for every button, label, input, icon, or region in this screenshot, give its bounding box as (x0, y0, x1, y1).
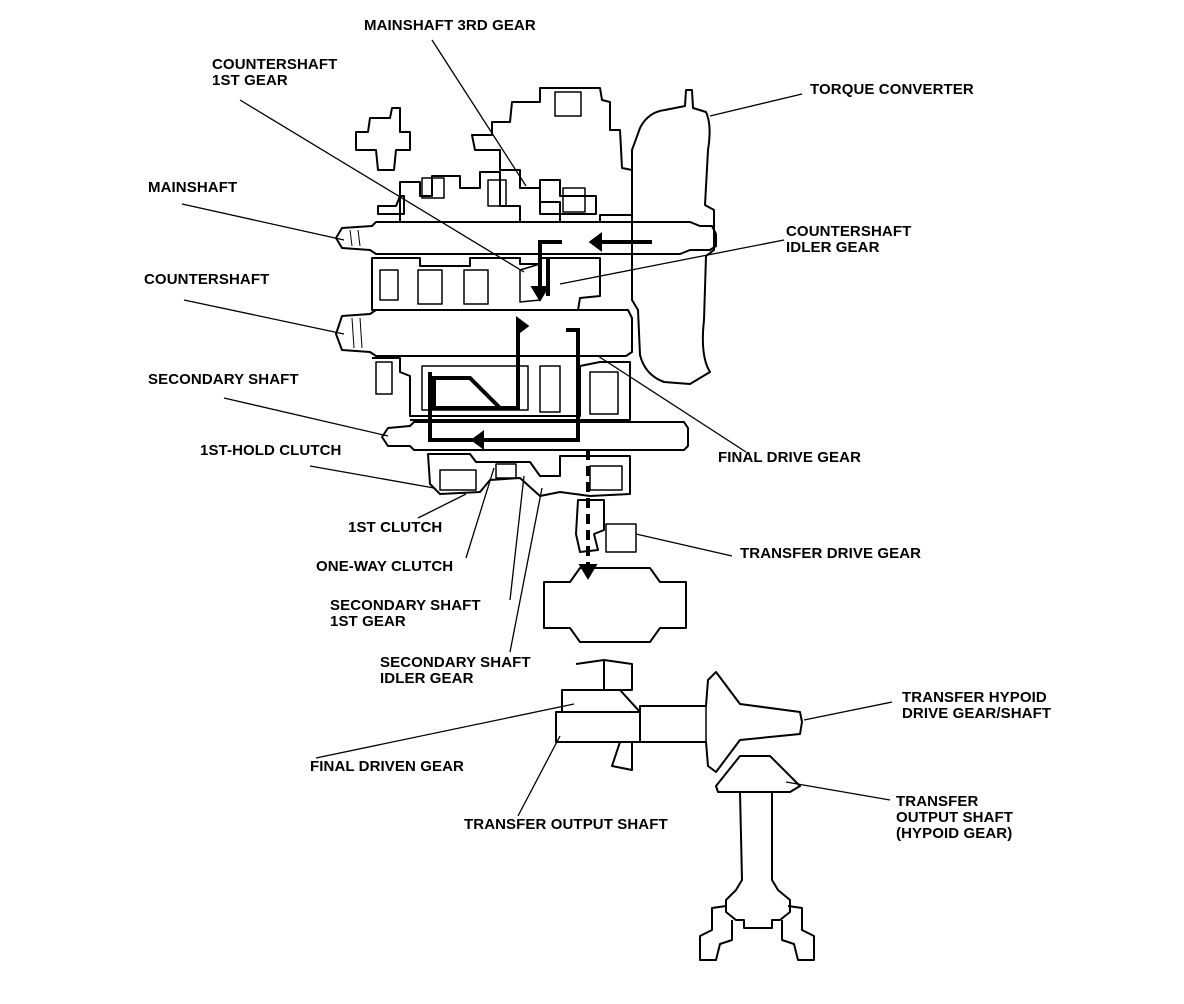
label-torque-converter: TORQUE CONVERTER (810, 81, 974, 98)
countershaft-gear-cluster (371, 257, 601, 311)
label-transfer-hypoid-drive-gear-shaft: TRANSFER HYPOID DRIVE GEAR/SHAFT (902, 689, 1052, 722)
secondary-shaft (381, 421, 689, 451)
label-countershaft-idler-gear: COUNTERSHAFT IDLER GEAR (786, 223, 912, 256)
transfer-output-shaft (699, 755, 815, 961)
secondary-shaft-clutch-pack (372, 357, 631, 421)
power-flow-path (428, 232, 652, 580)
transfer-hypoid-drive-gear-shaft (639, 671, 803, 773)
countershaft (335, 309, 633, 357)
label-secondary-shaft-1st-gear: SECONDARY SHAFT 1ST GEAR (330, 597, 481, 630)
label-mainshaft: MAINSHAFT (148, 179, 238, 196)
mainshaft (335, 221, 717, 255)
label-1st-clutch: 1ST CLUTCH (348, 519, 443, 536)
label-countershaft: COUNTERSHAFT (144, 271, 270, 288)
label-countershaft-1st-gear: COUNTERSHAFT 1ST GEAR (212, 56, 338, 89)
label-mainshaft-3rd-gear: MAINSHAFT 3RD GEAR (364, 17, 536, 34)
label-secondary-shaft-idler-gear: SECONDARY SHAFT IDLER GEAR (380, 654, 531, 687)
label-1st-hold-clutch: 1ST-HOLD CLUTCH (200, 442, 342, 459)
transfer-drive-gear (575, 499, 637, 553)
torque-converter-body (631, 89, 715, 385)
label-transfer-drive-gear: TRANSFER DRIVE GEAR (740, 545, 922, 562)
leader-lines (181, 39, 893, 817)
label-one-way-clutch: ONE-WAY CLUTCH (316, 558, 454, 575)
label-transfer-output-shaft: TRANSFER OUTPUT SHAFT (464, 816, 668, 833)
label-transfer-output-shaft-hypoid-gear: TRANSFER OUTPUT SHAFT (HYPOID GEAR) (896, 793, 1014, 842)
label-secondary-shaft: SECONDARY SHAFT (148, 371, 299, 388)
mainshaft-gear-cluster (355, 87, 633, 223)
final-driven-gear (555, 659, 641, 771)
label-final-driven-gear: FINAL DRIVEN GEAR (310, 758, 464, 775)
transfer-case (543, 567, 687, 643)
lower-clutch-assembly (427, 453, 631, 497)
label-final-drive-gear: FINAL DRIVE GEAR (718, 449, 862, 466)
